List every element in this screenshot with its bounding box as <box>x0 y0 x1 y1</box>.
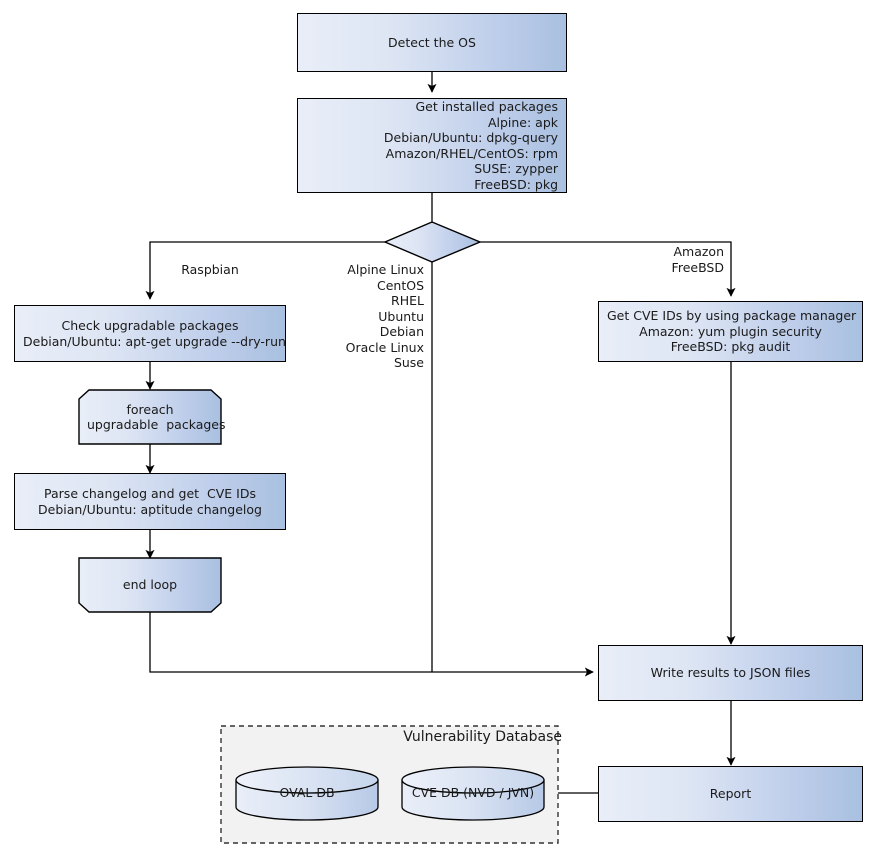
node-get-cve-ids[interactable]: Get CVE IDs by using package manager Ama… <box>598 301 863 362</box>
node-report[interactable]: Report <box>598 766 863 822</box>
oval-db-cylinder <box>235 766 379 821</box>
end-loop-shape <box>78 557 222 613</box>
node-write-results-label: Write results to JSON files <box>650 665 811 681</box>
edge-decision-left <box>145 241 395 300</box>
node-detect-os-label: Detect the OS <box>388 34 476 50</box>
node-get-cve-ids-label: Get CVE IDs by using package manager Ama… <box>607 308 857 355</box>
node-foreach-loop-label: foreach upgradable packages <box>87 401 226 433</box>
node-check-upgradable-packages[interactable]: Check upgradable packages Debian/Ubuntu:… <box>14 305 286 362</box>
edge-label-middle-distros: Alpine Linux CentOS RHEL Ubuntu Debian O… <box>345 262 424 370</box>
edge-label-amazon-freebsd: Amazon FreeBSD <box>671 244 724 275</box>
cve-db-cylinder <box>401 766 545 821</box>
node-detect-os[interactable]: Detect the OS <box>297 13 567 72</box>
vulnerability-database-title: Vulnerability Database <box>403 729 562 745</box>
node-oval-db-label: OVAL DB <box>279 785 335 801</box>
node-write-results[interactable]: Write results to JSON files <box>598 645 863 701</box>
node-foreach-loop[interactable]: foreach upgradable packages <box>79 390 226 444</box>
node-end-loop[interactable]: end loop <box>79 558 221 612</box>
edge-decision-right <box>480 241 736 297</box>
node-get-installed-packages[interactable]: Get installed packages Alpine: apk Debia… <box>297 98 567 193</box>
node-parse-changelog-label: Parse changelog and get CVE IDs Debian/U… <box>38 486 262 517</box>
decision-diamond <box>383 221 482 263</box>
node-parse-changelog[interactable]: Parse changelog and get CVE IDs Debian/U… <box>14 473 286 530</box>
node-report-label: Report <box>709 786 752 802</box>
node-cve-db[interactable]: CVE DB (NVD / JVN) <box>402 773 544 813</box>
foreach-loop-shape <box>78 389 222 445</box>
node-cve-db-label: CVE DB (NVD / JVN) <box>411 785 535 801</box>
node-oval-db[interactable]: OVAL DB <box>236 773 378 813</box>
node-end-loop-label: end loop <box>122 577 178 593</box>
node-get-installed-packages-label: Get installed packages Alpine: apk Debia… <box>383 99 558 192</box>
edge-endloop-to-write <box>149 612 594 677</box>
edge-label-raspbian: Raspbian <box>181 262 239 277</box>
node-check-upgradable-packages-label: Check upgradable packages Debian/Ubuntu:… <box>23 318 286 349</box>
